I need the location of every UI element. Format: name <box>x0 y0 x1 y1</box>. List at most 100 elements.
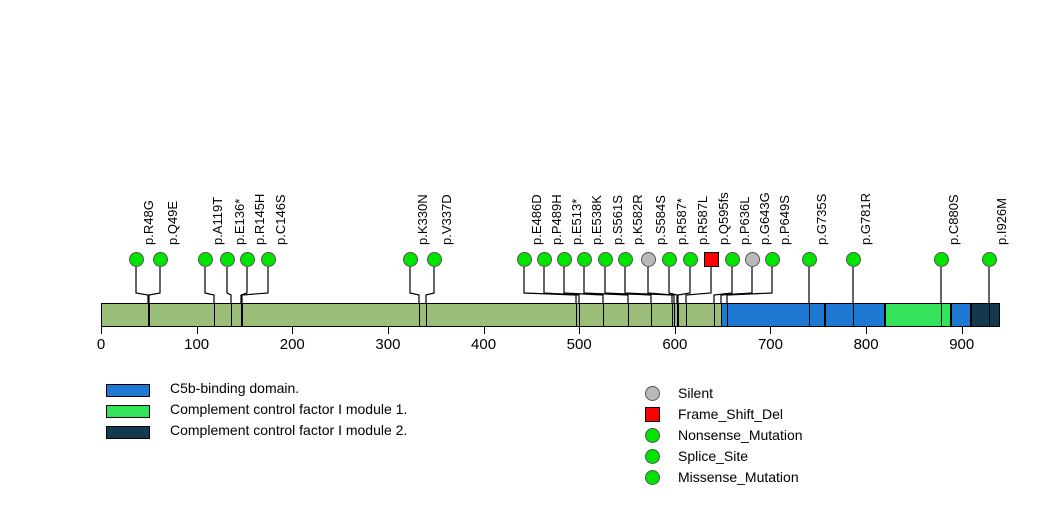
mutation-site-line <box>241 303 242 327</box>
legend-type-label: Splice_Site <box>678 448 749 464</box>
mutation-marker[interactable] <box>152 252 168 267</box>
mutation-marker[interactable] <box>239 252 255 267</box>
legend-color-swatch <box>106 426 150 439</box>
mutation-site-line <box>678 303 679 327</box>
mutation-label: p.C146S <box>273 194 288 245</box>
mutation-label: p.K582R <box>630 194 645 245</box>
legend-type-label: Nonsense_Mutation <box>678 427 803 443</box>
axis-tick-label: 100 <box>184 336 210 353</box>
mutation-label: p.C880S <box>946 194 961 245</box>
mutation-label: p.R145H <box>252 193 267 245</box>
axis-tick <box>196 327 198 334</box>
mutation-label: p.Q49E <box>165 200 180 245</box>
legend-domain-label: Complement control factor I module 2. <box>170 422 408 438</box>
legend-type-marker <box>645 428 660 443</box>
mutation-site-line <box>149 303 150 327</box>
mutation-label: p.P649S <box>777 195 792 245</box>
legend-type-marker <box>645 386 660 401</box>
mutation-site-line <box>677 303 678 327</box>
mutation-site-line <box>419 303 420 327</box>
mutation-marker[interactable] <box>128 252 144 267</box>
axis-tick-label: 500 <box>566 336 592 353</box>
mutation-marker[interactable] <box>661 252 677 267</box>
mutation-marker[interactable] <box>516 252 532 267</box>
mutation-marker[interactable] <box>682 252 698 267</box>
axis-tick <box>101 327 102 334</box>
mutation-label: p.E513* <box>569 198 584 245</box>
mutation-marker[interactable] <box>933 252 949 267</box>
mutation-site-line <box>576 303 577 327</box>
domain-segment[interactable] <box>951 303 972 327</box>
legend-domain-label: Complement control factor I module 1. <box>170 401 408 417</box>
mutation-marker[interactable] <box>219 252 235 267</box>
axis-tick <box>292 327 294 334</box>
domain-segment[interactable] <box>971 303 1000 327</box>
axis-tick <box>674 327 676 334</box>
domain-segment[interactable] <box>885 303 952 327</box>
legend-domain-label: C5b-binding domain. <box>170 380 300 396</box>
domain-segment[interactable] <box>824 303 886 327</box>
mutation-marker[interactable] <box>536 252 552 267</box>
mutation-site-line <box>214 303 215 327</box>
mutation-label: p.G643G <box>757 192 772 245</box>
mutation-label: p.S561S <box>610 195 625 245</box>
mutation-label: p.E486D <box>529 194 544 245</box>
mutation-marker[interactable] <box>556 252 572 267</box>
mutation-marker[interactable] <box>764 252 780 267</box>
domain-segment[interactable] <box>720 303 825 327</box>
mutation-label: p.K330N <box>415 194 430 245</box>
mutation-marker[interactable] <box>197 252 213 267</box>
mutation-marker[interactable] <box>640 252 656 267</box>
mutation-marker[interactable] <box>402 252 418 267</box>
axis-tick <box>866 327 868 334</box>
axis-tick-label: 200 <box>279 336 305 353</box>
axis-tick <box>961 327 963 334</box>
mutation-label: p.A119T <box>210 196 225 245</box>
mutation-label: p.P636L <box>737 196 752 245</box>
mutation-site-line <box>727 303 728 327</box>
mutation-label: p.Q595fs <box>716 192 731 245</box>
legend-type-marker <box>645 449 660 464</box>
mutation-label: p.G735S <box>814 193 829 245</box>
mutation-marker[interactable] <box>260 252 276 267</box>
mutation-marker[interactable] <box>617 252 633 267</box>
mutation-marker[interactable] <box>845 252 861 267</box>
legend-type-label: Frame_Shift_Del <box>678 406 784 422</box>
mutation-marker[interactable] <box>576 252 592 267</box>
mutation-label: p.G781R <box>858 192 873 245</box>
legend-type-label: Silent <box>678 385 714 401</box>
axis-tick <box>387 327 389 334</box>
mutation-site-line <box>686 303 687 327</box>
axis-tick-label: 900 <box>949 336 975 353</box>
mutation-site-line <box>628 303 629 327</box>
mutation-site-line <box>674 303 675 327</box>
mutation-label: p.I926M <box>994 198 1009 245</box>
mutation-site-line <box>603 303 604 327</box>
mutation-site-line <box>426 303 427 327</box>
legend-type-marker <box>645 407 660 422</box>
mutation-site-line <box>853 303 854 327</box>
axis-tick-label: 300 <box>375 336 401 353</box>
mutation-marker[interactable] <box>981 252 997 267</box>
mutation-site-line <box>148 303 149 327</box>
mutation-label: p.E538K <box>589 195 604 245</box>
mutation-label: p.R48G <box>141 200 156 245</box>
legend-color-swatch <box>106 384 150 397</box>
mutation-site-line <box>579 303 580 327</box>
mutation-label: p.E136* <box>232 198 247 245</box>
mutation-marker[interactable] <box>703 252 719 267</box>
mutation-marker[interactable] <box>597 252 613 267</box>
mutation-label: p.R587* <box>674 198 689 245</box>
mutation-site-line <box>941 303 942 327</box>
axis-tick <box>579 327 581 334</box>
mutation-marker[interactable] <box>724 252 740 267</box>
mutation-marker[interactable] <box>744 252 760 267</box>
mutation-site-line <box>651 303 652 327</box>
axis-tick <box>770 327 772 334</box>
mutation-label: p.S584S <box>653 195 668 245</box>
mutation-marker[interactable] <box>801 252 817 267</box>
legend-type-marker <box>645 470 660 485</box>
mutation-marker[interactable] <box>426 252 442 267</box>
axis-tick-label: 800 <box>853 336 879 353</box>
